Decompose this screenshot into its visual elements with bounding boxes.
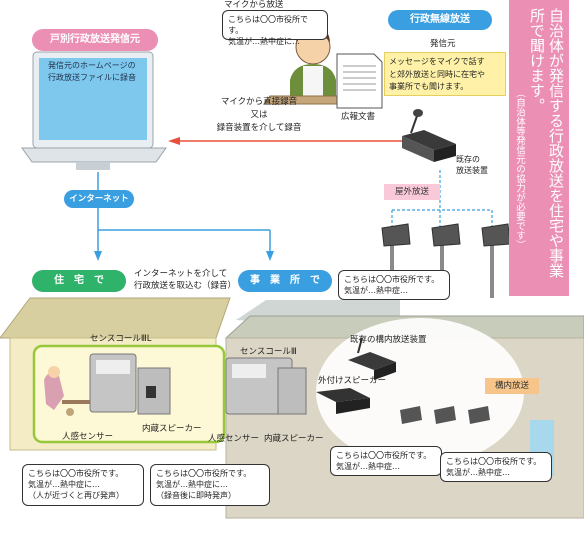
message-line3: 事業所でも聞けます。 (389, 82, 469, 91)
via-line1: インターネットを介して (134, 269, 228, 279)
indoor-bubble-left-line1: こちらは〇〇市役所です。 (336, 451, 432, 460)
house-illustration (0, 297, 231, 451)
kisetsu-konai-label: 既存の構内放送装置 (350, 335, 427, 345)
office-bubble-line1: こちらは〇〇市役所です。 (156, 469, 252, 478)
arrow-caption: マイクから直接録音 又は 録音装置を介して録音 (196, 96, 322, 135)
home-bubble-line2: 気温が…熱中症に… (28, 480, 100, 489)
indoor-bubble-right: こちらは〇〇市役所です。 気温が…熱中症… (440, 452, 552, 482)
jinkan2-label: 人感センサー (208, 434, 260, 444)
mic-bubble: こちらは〇〇市役所です。 気温が…熱中症に… (222, 10, 328, 46)
mic-bubble-line1: こちらは〇〇市役所です。 (228, 15, 308, 35)
home-bubble-line1: こちらは〇〇市役所です。 (28, 469, 124, 478)
okugai-label: 屋外放送 (384, 184, 440, 200)
outdoor-bubble-line2: 気温が…熱中症… (344, 286, 408, 295)
top-label: マイクから放送 (224, 0, 284, 10)
side-sub-text: （自治体等発信元の協力が必要です） (514, 88, 525, 250)
kisetsu-label: 既存の 放送装置 (456, 154, 488, 176)
via-line2: 行政放送を取込む（録音） (134, 281, 237, 291)
office-bubble: こちらは〇〇市役所です。 気温が…熱中症に… （録音後に即時発声） (150, 464, 270, 506)
hasshinmoto: 発信元 (430, 39, 456, 49)
sender-label: 戸別行政放送発信元 (32, 29, 158, 51)
factory-illustration (224, 300, 584, 519)
indoor-bubble-right-line2: 気温が…熱中症… (446, 468, 510, 477)
via-internet-text: インターネットを介して 行政放送を取込む（録音） (134, 268, 236, 292)
indoor-bubble-left: こちらは〇〇市役所です。 気温が…熱中症… (330, 446, 442, 476)
arrow-caption-line2: 又は (250, 110, 268, 120)
broadcast-device-top-icon (402, 109, 456, 162)
konai-label: 構内放送 (485, 378, 539, 394)
office-bubble-line2: 気温が…熱中症に… (156, 480, 228, 489)
outdoor-bubble: こちらは〇〇市役所です。 気温が…熱中症… (338, 270, 450, 300)
arrow-caption-line3: 録音装置を介して録音 (216, 123, 302, 133)
home-bubble: こちらは〇〇市役所です。 気温が…熱中症に… （人が近づくと再び発声） (22, 464, 144, 506)
office-bubble-line3: （録音後に即時発声） (156, 491, 236, 500)
admin-radio-label: 行政無線放送 (388, 10, 492, 30)
sender-computer-icon (21, 51, 167, 170)
jigyosho-label: 事 業 所 で (238, 270, 332, 292)
side-band: 自治体が発信する行政放送を住宅や事業所で聞けます。 （自治体等発信元の協力が必要… (509, 0, 569, 296)
sotozuke-label: 外付けスピーカー (318, 376, 387, 386)
jutaku-label: 住 宅 で (32, 270, 126, 292)
kisetsu-line2: 放送装置 (456, 166, 488, 175)
message-box: メッセージをマイクで話す と郊外放送と同時に在宅や 事業所でも聞けます。 (384, 52, 506, 96)
kisetsu-line1: 既存の (456, 155, 480, 164)
sender-note: 発信元のホームページの行政放送ファイルに録音 (48, 61, 136, 82)
outdoor-bubble-line1: こちらは〇〇市役所です。 (344, 275, 440, 284)
message-line1: メッセージをマイクで話す (389, 57, 485, 66)
koho-bunsho: 広報文書 (341, 112, 376, 122)
home-bubble-line3: （人が近づくと再び発声） (28, 491, 124, 500)
side-main-text: 自治体が発信する行政放送を住宅や事業所で聞けます。 (528, 8, 565, 278)
indoor-bubble-left-line2: 気温が…熱中症… (336, 462, 400, 471)
naizou2-label: 内蔵スピーカー (264, 434, 324, 444)
jinkan1-label: 人感センサー (62, 432, 114, 442)
outdoor-speakers-icon (381, 223, 511, 298)
internet-label: インターネット (64, 190, 134, 208)
document-icon (336, 53, 383, 109)
sensu-3-label: センスコールⅢ (240, 347, 297, 357)
arrow-caption-line1: マイクから直接録音 (220, 97, 298, 107)
naizou-label: 内蔵スピーカー (142, 424, 202, 434)
mic-bubble-line2: 気温が…熱中症に… (228, 37, 300, 46)
sensu-l-label: センスコールⅢL (90, 334, 152, 344)
message-line2: と郊外放送と同時に在宅や (389, 69, 485, 79)
indoor-bubble-right-line1: こちらは〇〇市役所です。 (446, 457, 542, 466)
